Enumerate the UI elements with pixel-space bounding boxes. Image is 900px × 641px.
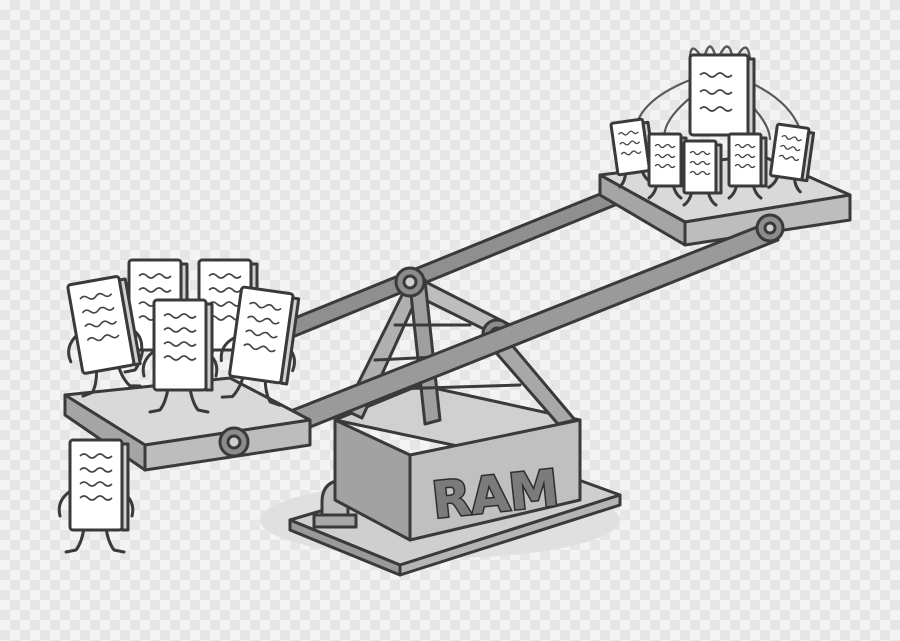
- document-crowd-left: [55, 258, 306, 414]
- document-climbing: [57, 438, 135, 554]
- document-large-right: [633, 45, 802, 141]
- ram-label: RAM: [429, 459, 561, 530]
- ram-box-icon: RAM: [333, 383, 582, 542]
